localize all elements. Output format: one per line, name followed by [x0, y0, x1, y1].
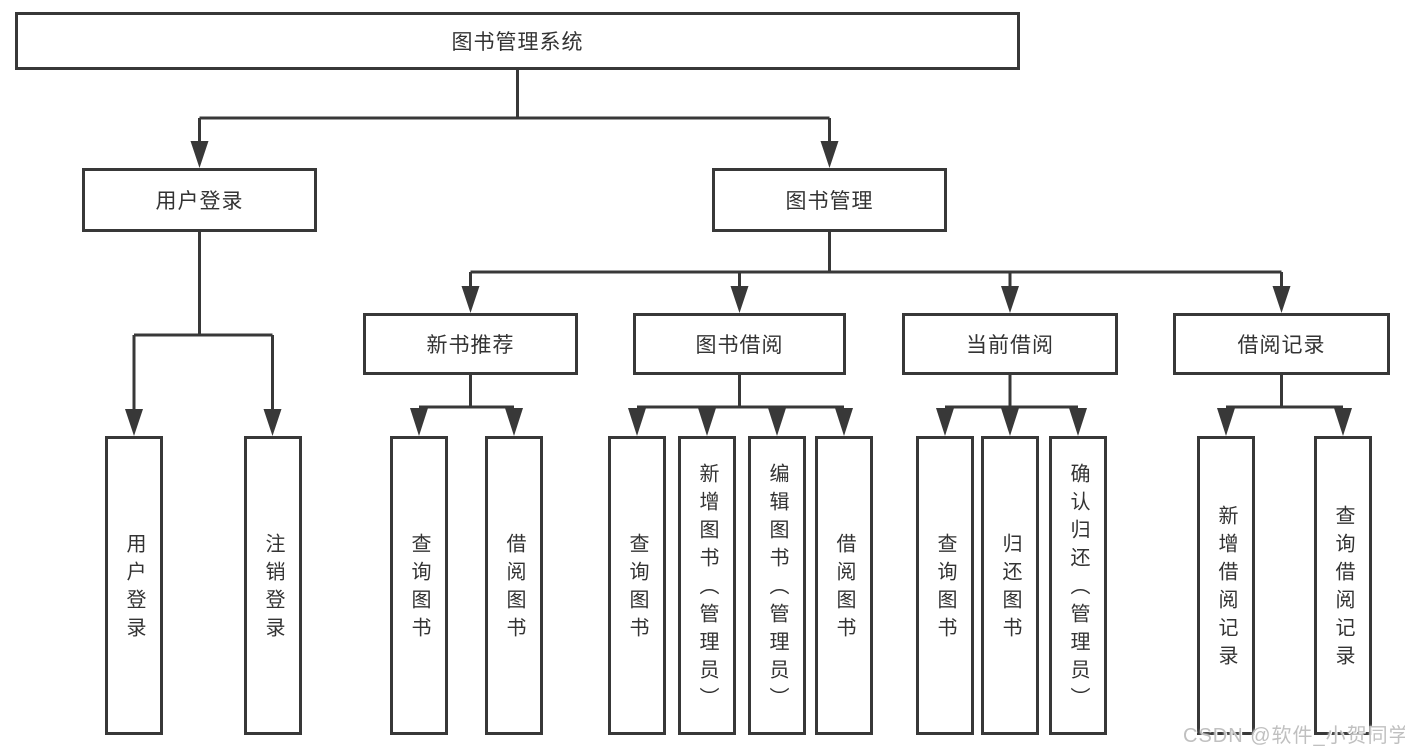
node-new-book-recommend: 新书推荐 — [363, 313, 578, 375]
leaf-borrowing-add-books-admin: 新增图书（管理员） — [678, 436, 736, 735]
leaf-user-login: 用户登录 — [105, 436, 163, 735]
node-book-borrowing: 图书借阅 — [633, 313, 846, 375]
leaf-logout: 注销登录 — [244, 436, 302, 735]
arrowheads — [125, 141, 1352, 436]
node-current-borrowing: 当前借阅 — [902, 313, 1118, 375]
leaf-borrowing-query-books: 查询图书 — [608, 436, 666, 735]
node-borrowing-records: 借阅记录 — [1173, 313, 1390, 375]
leaf-current-confirm-return-admin: 确认归还（管理员） — [1049, 436, 1107, 735]
node-book-management: 图书管理 — [712, 168, 947, 232]
leaf-current-query-books: 查询图书 — [916, 436, 974, 735]
leaf-borrowing-borrow-books: 借阅图书 — [815, 436, 873, 735]
node-user-login: 用户登录 — [82, 168, 317, 232]
node-root: 图书管理系统 — [15, 12, 1020, 70]
leaf-recommend-borrow-books: 借阅图书 — [485, 436, 543, 735]
leaf-borrowing-edit-books-admin: 编辑图书（管理员） — [748, 436, 806, 735]
leaf-records-query-record: 查询借阅记录 — [1314, 436, 1372, 735]
leaf-current-return-books: 归还图书 — [981, 436, 1039, 735]
leaf-recommend-query-books: 查询图书 — [390, 436, 448, 735]
leaf-records-add-record: 新增借阅记录 — [1197, 436, 1255, 735]
watermark: CSDN @软件_小贺同学 — [1183, 725, 1405, 747]
